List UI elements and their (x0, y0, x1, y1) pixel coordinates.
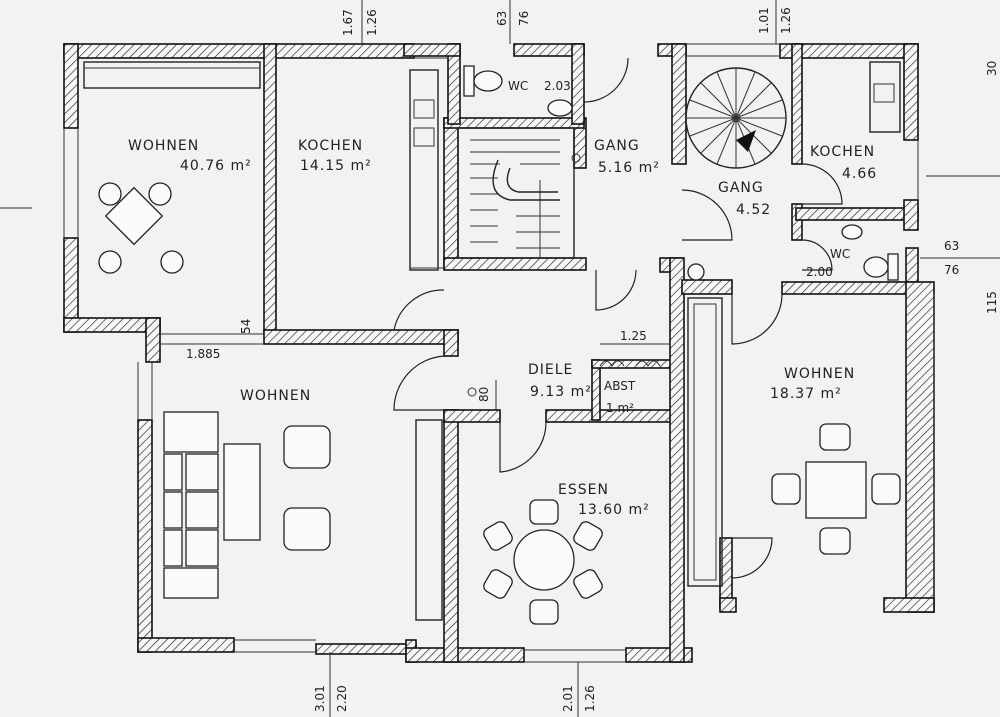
dim-top-2a: 63 (495, 11, 509, 26)
room-name-wohnen-nw: WOHNEN (128, 138, 199, 154)
dim-diele-2: 80 (477, 387, 491, 402)
furniture-wohnen-e (771, 423, 901, 555)
wall (443, 117, 585, 129)
wall (315, 643, 417, 655)
room-area-diele: 9.13 m² (530, 384, 592, 400)
wall (591, 359, 601, 421)
room-name-wohnen-e: WOHNEN (784, 366, 855, 382)
room-name-wc-2: WC (830, 247, 850, 261)
wall (263, 329, 459, 345)
furniture-essen (483, 499, 603, 625)
wall (905, 281, 935, 613)
wall (443, 257, 587, 271)
wall (681, 279, 733, 295)
wall (903, 43, 919, 141)
dim-top-2b: 76 (517, 11, 531, 26)
walls (63, 43, 935, 663)
room-area-essen: 13.60 m² (578, 502, 650, 518)
fixtures (463, 65, 899, 397)
wall (443, 409, 459, 663)
wall (571, 43, 585, 125)
room-name-abst: ABST (604, 379, 636, 393)
dim-top-3b: 1.26 (779, 7, 793, 34)
room-name-wc-1: WC (508, 79, 528, 93)
dim-bottom-1a: 3.01 (313, 685, 327, 712)
wall (443, 329, 459, 357)
room-area-wc-2: 2.00 (806, 265, 833, 279)
room-area-kochen-2: 4.66 (842, 166, 877, 182)
room-area-abst: 1 m² (606, 401, 634, 415)
wall (671, 43, 687, 165)
wall (791, 43, 803, 165)
dim-bottom-2a: 2.01 (561, 685, 575, 712)
room-name-essen: ESSEN (558, 482, 609, 498)
dim-bottom-1b: 2.20 (335, 685, 349, 712)
dim-diele-1: 1.25 (620, 329, 647, 343)
wall (903, 199, 919, 231)
wall (719, 597, 737, 613)
wall (137, 637, 235, 653)
room-name-kochen-2: KOCHEN (810, 144, 875, 160)
room-name-gang-1: GANG (594, 138, 640, 154)
room-area-wohnen-nw: 40.76 m² (180, 158, 252, 174)
dim-left-1: 1.885 (186, 347, 220, 361)
furniture-wohnen-nw (98, 182, 184, 274)
wall (791, 203, 803, 241)
room-area-gang-2: 4.52 (736, 202, 771, 218)
doors (393, 57, 843, 579)
room-area-wc-1: 2.03 (544, 79, 571, 93)
room-name-wohnen-sw: WOHNEN (240, 388, 311, 404)
dim-right-3: 115 (985, 291, 999, 314)
dim-left-2: 54 (239, 319, 253, 334)
dim-bottom-2b: 1.26 (583, 685, 597, 712)
wall (781, 281, 919, 295)
dim-top-3a: 1.01 (757, 7, 771, 34)
room-area-gang-1: 5.16 m² (598, 160, 660, 176)
room-name-diele: DIELE (528, 362, 573, 378)
wall (443, 117, 459, 269)
room-name-gang-2: GANG (718, 180, 764, 196)
wall (63, 43, 79, 129)
wall (403, 43, 461, 57)
wall (795, 207, 919, 221)
room-labels: WOHNEN 40.76 m² KOCHEN 14.15 m² WC 2.03 … (128, 79, 877, 518)
thin-lines (63, 43, 935, 663)
dim-right-2b: 76 (944, 263, 959, 277)
dim-top-1a: 1.67 (341, 9, 355, 36)
dim-right-2a: 63 (944, 239, 959, 253)
wall (145, 317, 161, 363)
staircase (457, 67, 787, 259)
wall (137, 419, 153, 653)
dim-right-1: 30 (985, 61, 999, 76)
room-area-kochen-1: 14.15 m² (300, 158, 372, 174)
room-name-kochen-1: KOCHEN (298, 138, 363, 154)
wall (63, 43, 415, 59)
dimension-labels: 1.67 1.26 63 76 1.01 1.26 30 63 76 115 1… (186, 7, 999, 712)
furniture-wohnen-sw (163, 411, 331, 599)
room-area-wohnen-e: 18.37 m² (770, 386, 842, 402)
dim-top-1b: 1.26 (365, 9, 379, 36)
wall (443, 409, 501, 423)
wall (405, 647, 525, 663)
wall (669, 257, 685, 663)
wall (883, 597, 935, 613)
wall (263, 43, 277, 335)
